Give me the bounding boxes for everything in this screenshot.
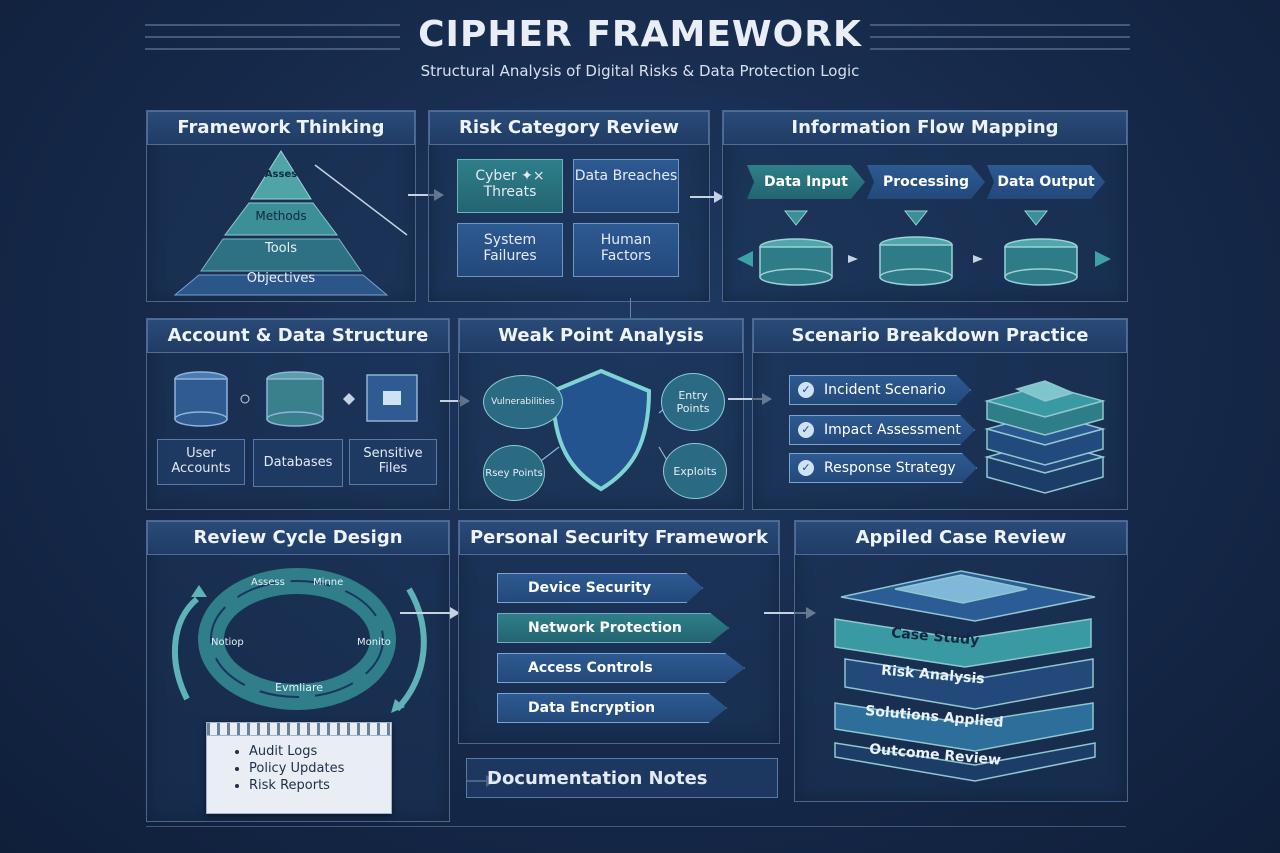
panel-title: Appiled Case Review bbox=[795, 521, 1127, 555]
item-user-accounts: User Accounts bbox=[157, 439, 245, 485]
check-icon: ✓ bbox=[798, 382, 814, 398]
panel-risk-category-review: Risk Category Review Cyber ✦⨯ Threats Da… bbox=[428, 110, 710, 302]
risk-cell-cyber-threats: Cyber ✦⨯ Threats bbox=[457, 159, 563, 213]
flow-arrow bbox=[690, 191, 724, 203]
flow-step-data-input: Data Input bbox=[747, 165, 865, 199]
security-item-network: Network Protection bbox=[497, 613, 729, 643]
header-rule-right-top bbox=[870, 24, 1130, 26]
panel-title: Account & Data Structure bbox=[147, 319, 449, 353]
panel-title: Scenario Breakdown Practice bbox=[753, 319, 1127, 353]
panel-applied-case-review: Appiled Case Review Case Study Risk Anal… bbox=[794, 520, 1128, 802]
check-icon: ✓ bbox=[798, 460, 814, 476]
risk-cell-system-failures: System Failures bbox=[457, 223, 563, 277]
bubble-vulnerabilities: Vulnerabilities bbox=[483, 375, 563, 429]
scenario-item-response: ✓ Response Strategy bbox=[789, 453, 977, 483]
panel-title: Information Flow Mapping bbox=[723, 111, 1127, 145]
cycle-segment-evmliare: Evmliare bbox=[275, 681, 324, 694]
pyramid-level-methods: Methods bbox=[255, 209, 307, 223]
notes-list: Audit Logs Policy Updates Risk Reports bbox=[207, 744, 391, 793]
risk-cell-data-breaches: Data Breaches bbox=[573, 159, 679, 213]
panel-title: Review Cycle Design bbox=[147, 521, 449, 555]
panel-personal-security: Personal Security Framework Device Secur… bbox=[458, 520, 780, 744]
documentation-notes-bar: Documentation Notes bbox=[466, 758, 778, 798]
header-rule-right-mid bbox=[870, 36, 1130, 38]
risk-cell-human-factors: Human Factors bbox=[573, 223, 679, 277]
case-layers-diagram bbox=[834, 570, 1096, 782]
connector-line bbox=[630, 298, 631, 318]
scenario-item-label: Incident Scenario bbox=[824, 382, 946, 398]
cycle-segment-minne: Minne bbox=[313, 577, 344, 588]
cycle-segment-monito: Monito bbox=[357, 637, 391, 648]
flow-step-data-output: Data Output bbox=[987, 165, 1105, 199]
scenario-item-label: Response Strategy bbox=[824, 460, 956, 476]
stacked-layers-icon bbox=[984, 380, 1106, 494]
notepad: Audit Logs Policy Updates Risk Reports bbox=[206, 722, 392, 814]
flow-step-processing: Processing bbox=[867, 165, 985, 199]
page-title: CIPHER FRAMEWORK bbox=[418, 14, 862, 55]
panel-account-data-structure: Account & Data Structure User Accounts D… bbox=[146, 318, 450, 510]
cycle-segment-notiop: Notiop bbox=[211, 637, 244, 648]
scenario-item-impact: ✓ Impact Assessment bbox=[789, 415, 975, 445]
note-audit-logs: Audit Logs bbox=[249, 744, 391, 759]
flow-arrow bbox=[400, 607, 460, 619]
footer-rule bbox=[146, 826, 1126, 827]
security-item-device: Device Security bbox=[497, 573, 703, 603]
check-icon: ✓ bbox=[798, 422, 814, 438]
panel-title: Framework Thinking bbox=[147, 111, 415, 145]
header-rule-left-mid bbox=[145, 36, 400, 38]
panel-title: Weak Point Analysis bbox=[459, 319, 743, 353]
note-risk-reports: Risk Reports bbox=[249, 778, 391, 793]
page-subtitle: Structural Analysis of Digital Risks & D… bbox=[420, 62, 860, 80]
pyramid-level-asses: Asses bbox=[264, 169, 298, 180]
scenario-item-label: Impact Assessment bbox=[824, 422, 961, 438]
item-sensitive-files: Sensitive Files bbox=[349, 439, 437, 485]
security-item-encryption: Data Encryption bbox=[497, 693, 727, 723]
header-rule-left-top bbox=[145, 24, 400, 26]
security-item-access: Access Controls bbox=[497, 653, 745, 683]
header-rule-left-bottom bbox=[145, 48, 400, 50]
panel-scenario-breakdown: Scenario Breakdown Practice ✓ Incident Sc… bbox=[752, 318, 1128, 510]
panel-weak-point-analysis: Weak Point Analysis Vulnerabilities Entr… bbox=[458, 318, 744, 510]
database-flow-diagram bbox=[737, 210, 1111, 286]
scenario-item-incident: ✓ Incident Scenario bbox=[789, 375, 971, 405]
panel-framework-thinking: Framework Thinking Asses Methods Tools O… bbox=[146, 110, 416, 302]
note-policy-updates: Policy Updates bbox=[249, 761, 391, 776]
panel-information-flow-mapping: Information Flow Mapping Data Input Proc… bbox=[722, 110, 1128, 302]
pyramid-diagram bbox=[173, 150, 408, 296]
pyramid-level-tools: Tools bbox=[264, 241, 298, 256]
bubble-exploits: Exploits bbox=[663, 443, 727, 499]
header-rule-right-bottom bbox=[870, 48, 1130, 50]
pyramid-level-objectives: Objectives bbox=[246, 271, 316, 286]
panel-title: Personal Security Framework bbox=[459, 521, 779, 555]
cycle-segment-assess: Assess bbox=[251, 577, 285, 588]
review-cycle-diagram bbox=[172, 568, 427, 713]
bubble-entry-points: Entry Points bbox=[661, 373, 725, 431]
notepad-spiral bbox=[207, 723, 391, 736]
item-databases: Databases bbox=[253, 439, 343, 487]
bubble-rsey-points: Rsey Points bbox=[483, 445, 545, 501]
storage-icons bbox=[174, 371, 418, 427]
panel-title: Risk Category Review bbox=[429, 111, 709, 145]
